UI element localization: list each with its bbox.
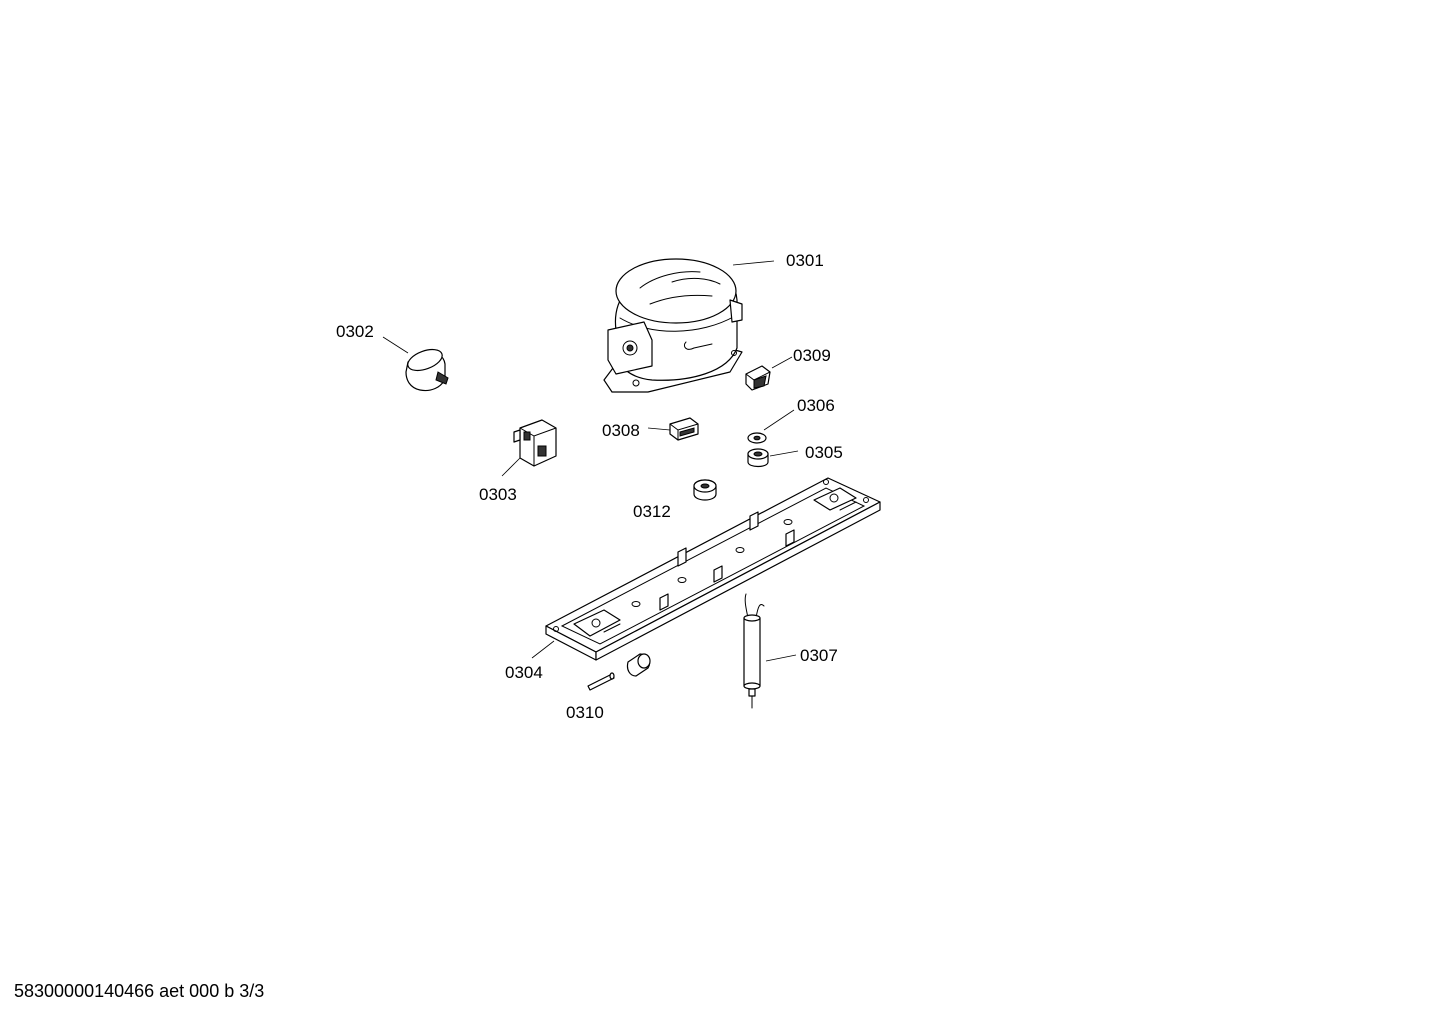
filter-drier-part[interactable]	[743, 593, 765, 709]
callout-0309: 0309	[793, 346, 831, 365]
callout-0312: 0312	[633, 502, 671, 521]
compressor-part[interactable]	[603, 258, 743, 393]
clip-0309-part[interactable]	[745, 365, 771, 391]
callout-0308: 0308	[602, 421, 640, 440]
callout-0310: 0310	[566, 703, 604, 722]
callout-0304: 0304	[505, 663, 543, 682]
sleeve-part[interactable]	[626, 653, 651, 677]
callout-0306: 0306	[797, 396, 835, 415]
callout-0302: 0302	[336, 322, 374, 341]
callout-0305: 0305	[805, 443, 843, 462]
callout-0303: 0303	[479, 485, 517, 504]
pin-part[interactable]	[587, 672, 615, 691]
document-footer: 58300000140466 aet 000 b 3/3	[14, 981, 265, 1001]
callout-0301: 0301	[786, 251, 824, 270]
grommet-0312-part[interactable]	[693, 479, 717, 501]
grommet-0305-part[interactable]	[747, 448, 769, 468]
capacitor-part[interactable]	[405, 345, 449, 392]
washer-part[interactable]	[747, 432, 767, 444]
callout-0307: 0307	[800, 646, 838, 665]
relay-part[interactable]	[513, 419, 557, 467]
base-rail-part[interactable]	[545, 477, 881, 661]
clip-0308-part[interactable]	[669, 417, 699, 441]
